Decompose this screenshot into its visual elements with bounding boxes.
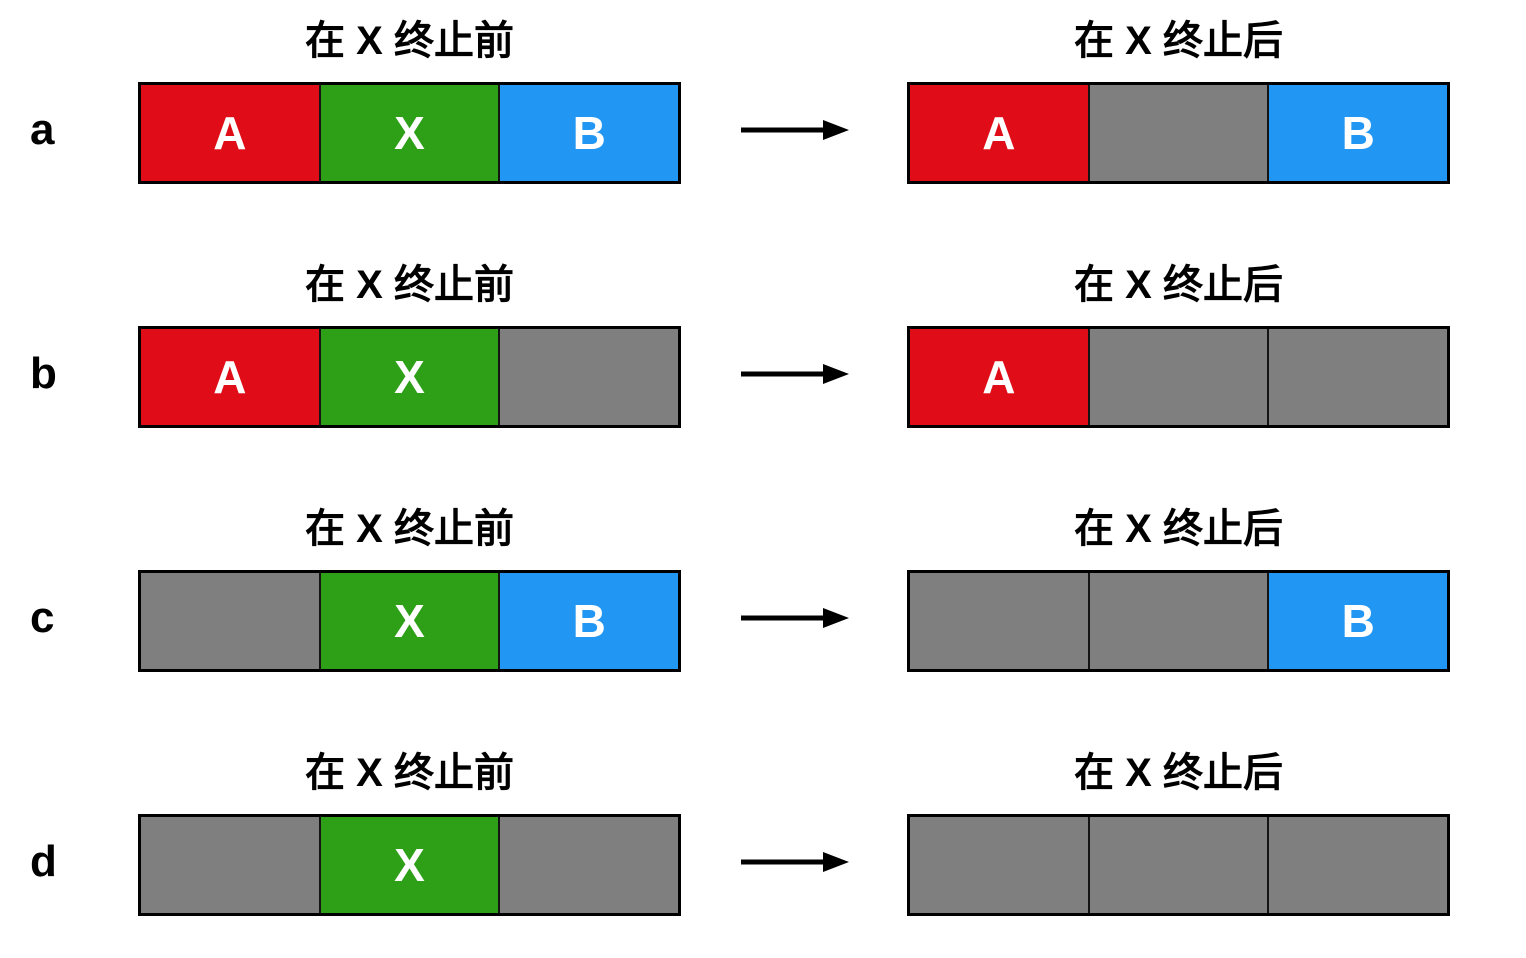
after-group: 在 X 终止后 (907, 738, 1450, 916)
arrow-column (681, 494, 907, 672)
memory-cell (910, 573, 1088, 669)
memory-cell: X (318, 573, 499, 669)
row-label: a (30, 105, 55, 154)
row-label-column: c (0, 494, 138, 672)
after-group: 在 X 终止后 A B (907, 6, 1450, 184)
arrow-column (681, 250, 907, 428)
before-title: 在 X 终止前 (305, 507, 514, 551)
arrow-column (681, 738, 907, 916)
after-title: 在 X 终止后 (1074, 507, 1283, 551)
memory-bar-before: A X (138, 326, 681, 428)
row-label-wrap: a (30, 82, 138, 178)
memory-cell: A (910, 85, 1088, 181)
row-label-wrap: d (30, 814, 138, 910)
diagram-row-b: b 在 X 终止前 A X 在 X 终止后 A (0, 250, 1526, 428)
memory-cell (141, 817, 319, 913)
memory-cell: X (318, 85, 499, 181)
before-title: 在 X 终止前 (305, 751, 514, 795)
memory-bar-after: A (907, 326, 1450, 428)
arrow-wrap (681, 814, 907, 910)
arrow-column (681, 6, 907, 184)
memory-cell (1087, 329, 1268, 425)
arrow-wrap (681, 570, 907, 666)
memory-cell (1267, 329, 1448, 425)
before-group: 在 X 终止前 X (138, 738, 681, 916)
right-arrow-icon (741, 608, 849, 628)
before-title: 在 X 终止前 (305, 263, 514, 307)
memory-cell (1087, 85, 1268, 181)
row-label-wrap: b (30, 326, 138, 422)
before-group: 在 X 终止前 A X B (138, 6, 681, 184)
before-title: 在 X 终止前 (305, 19, 514, 63)
diagram-row-c: c 在 X 终止前 X B 在 X 终止后 B (0, 494, 1526, 672)
before-group: 在 X 终止前 X B (138, 494, 681, 672)
diagram-row-d: d 在 X 终止前 X 在 X 终止后 (0, 738, 1526, 916)
memory-bar-before: A X B (138, 82, 681, 184)
row-label-column: b (0, 250, 138, 428)
memory-cell: X (318, 817, 499, 913)
memory-cell (1087, 573, 1268, 669)
memory-cell (498, 817, 679, 913)
row-label: b (30, 349, 57, 398)
memory-cell: X (318, 329, 499, 425)
memory-cell (910, 817, 1088, 913)
memory-bar-after: A B (907, 82, 1450, 184)
after-title: 在 X 终止后 (1074, 263, 1283, 307)
memory-cell (141, 573, 319, 669)
memory-bar-before: X (138, 814, 681, 916)
right-arrow-icon (741, 120, 849, 140)
row-label: c (30, 593, 55, 642)
diagram-row-a: a 在 X 终止前 A X B 在 X 终止后 A B (0, 6, 1526, 184)
memory-bar-after (907, 814, 1450, 916)
after-title: 在 X 终止后 (1074, 751, 1283, 795)
memory-cell: B (1267, 85, 1448, 181)
after-group: 在 X 终止后 A (907, 250, 1450, 428)
memory-cell: A (141, 329, 319, 425)
memory-cell (1087, 817, 1268, 913)
memory-cell: B (1267, 573, 1448, 669)
after-group: 在 X 终止后 B (907, 494, 1450, 672)
arrow-wrap (681, 326, 907, 422)
memory-cell: B (498, 573, 679, 669)
right-arrow-icon (741, 852, 849, 872)
memory-cell: B (498, 85, 679, 181)
row-label-column: a (0, 6, 138, 184)
arrow-wrap (681, 82, 907, 178)
memory-cell (1267, 817, 1448, 913)
after-title: 在 X 终止后 (1074, 19, 1283, 63)
row-label: d (30, 837, 57, 886)
memory-bar-before: X B (138, 570, 681, 672)
right-arrow-icon (741, 364, 849, 384)
memory-bar-after: B (907, 570, 1450, 672)
before-group: 在 X 终止前 A X (138, 250, 681, 428)
row-label-wrap: c (30, 570, 138, 666)
memory-cell: A (141, 85, 319, 181)
memory-cell (498, 329, 679, 425)
row-label-column: d (0, 738, 138, 916)
memory-cell: A (910, 329, 1088, 425)
